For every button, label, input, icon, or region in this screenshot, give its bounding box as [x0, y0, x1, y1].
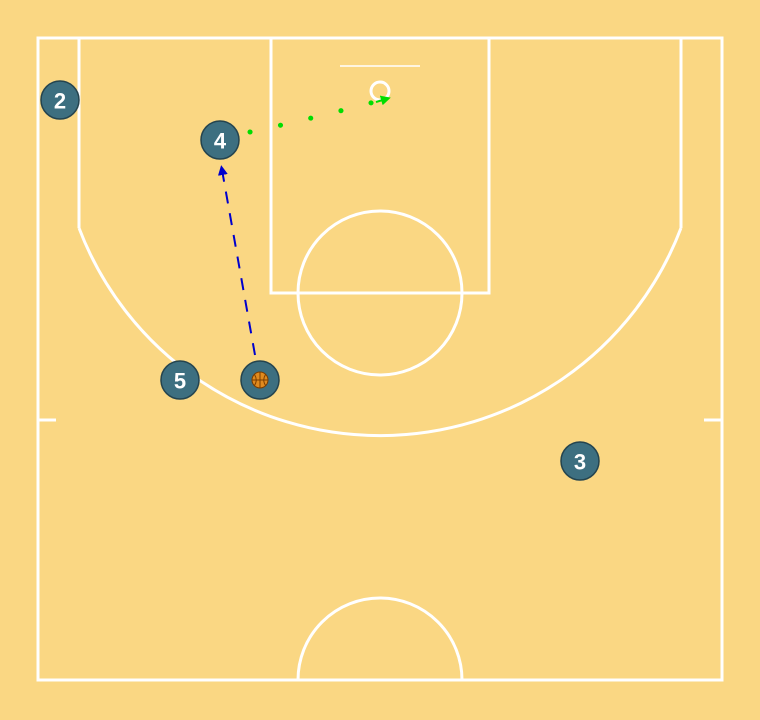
center-circle: [296, 596, 464, 681]
hoop-icon: [369, 80, 391, 102]
pass-arrow: [247, 98, 381, 135]
court-boundary: [36, 36, 724, 682]
pass-arrow-head: [375, 95, 391, 106]
paint-area: [269, 36, 491, 295]
basketball-icon: [251, 371, 269, 389]
player-3-label: 3: [574, 450, 586, 475]
dribble-arrow: [217, 165, 256, 356]
free-throw-circle: [296, 209, 464, 377]
player-4-label: 4: [214, 129, 227, 154]
player-2[interactable]: 2: [40, 80, 80, 120]
player-4[interactable]: 4: [200, 120, 240, 160]
player-ball-handler[interactable]: [240, 360, 280, 400]
player-5-label: 5: [174, 369, 186, 394]
player-3[interactable]: 3: [560, 441, 600, 481]
three-point-arc: [77, 227, 683, 438]
player-5[interactable]: 5: [160, 360, 200, 400]
player-2-label: 2: [54, 89, 66, 114]
